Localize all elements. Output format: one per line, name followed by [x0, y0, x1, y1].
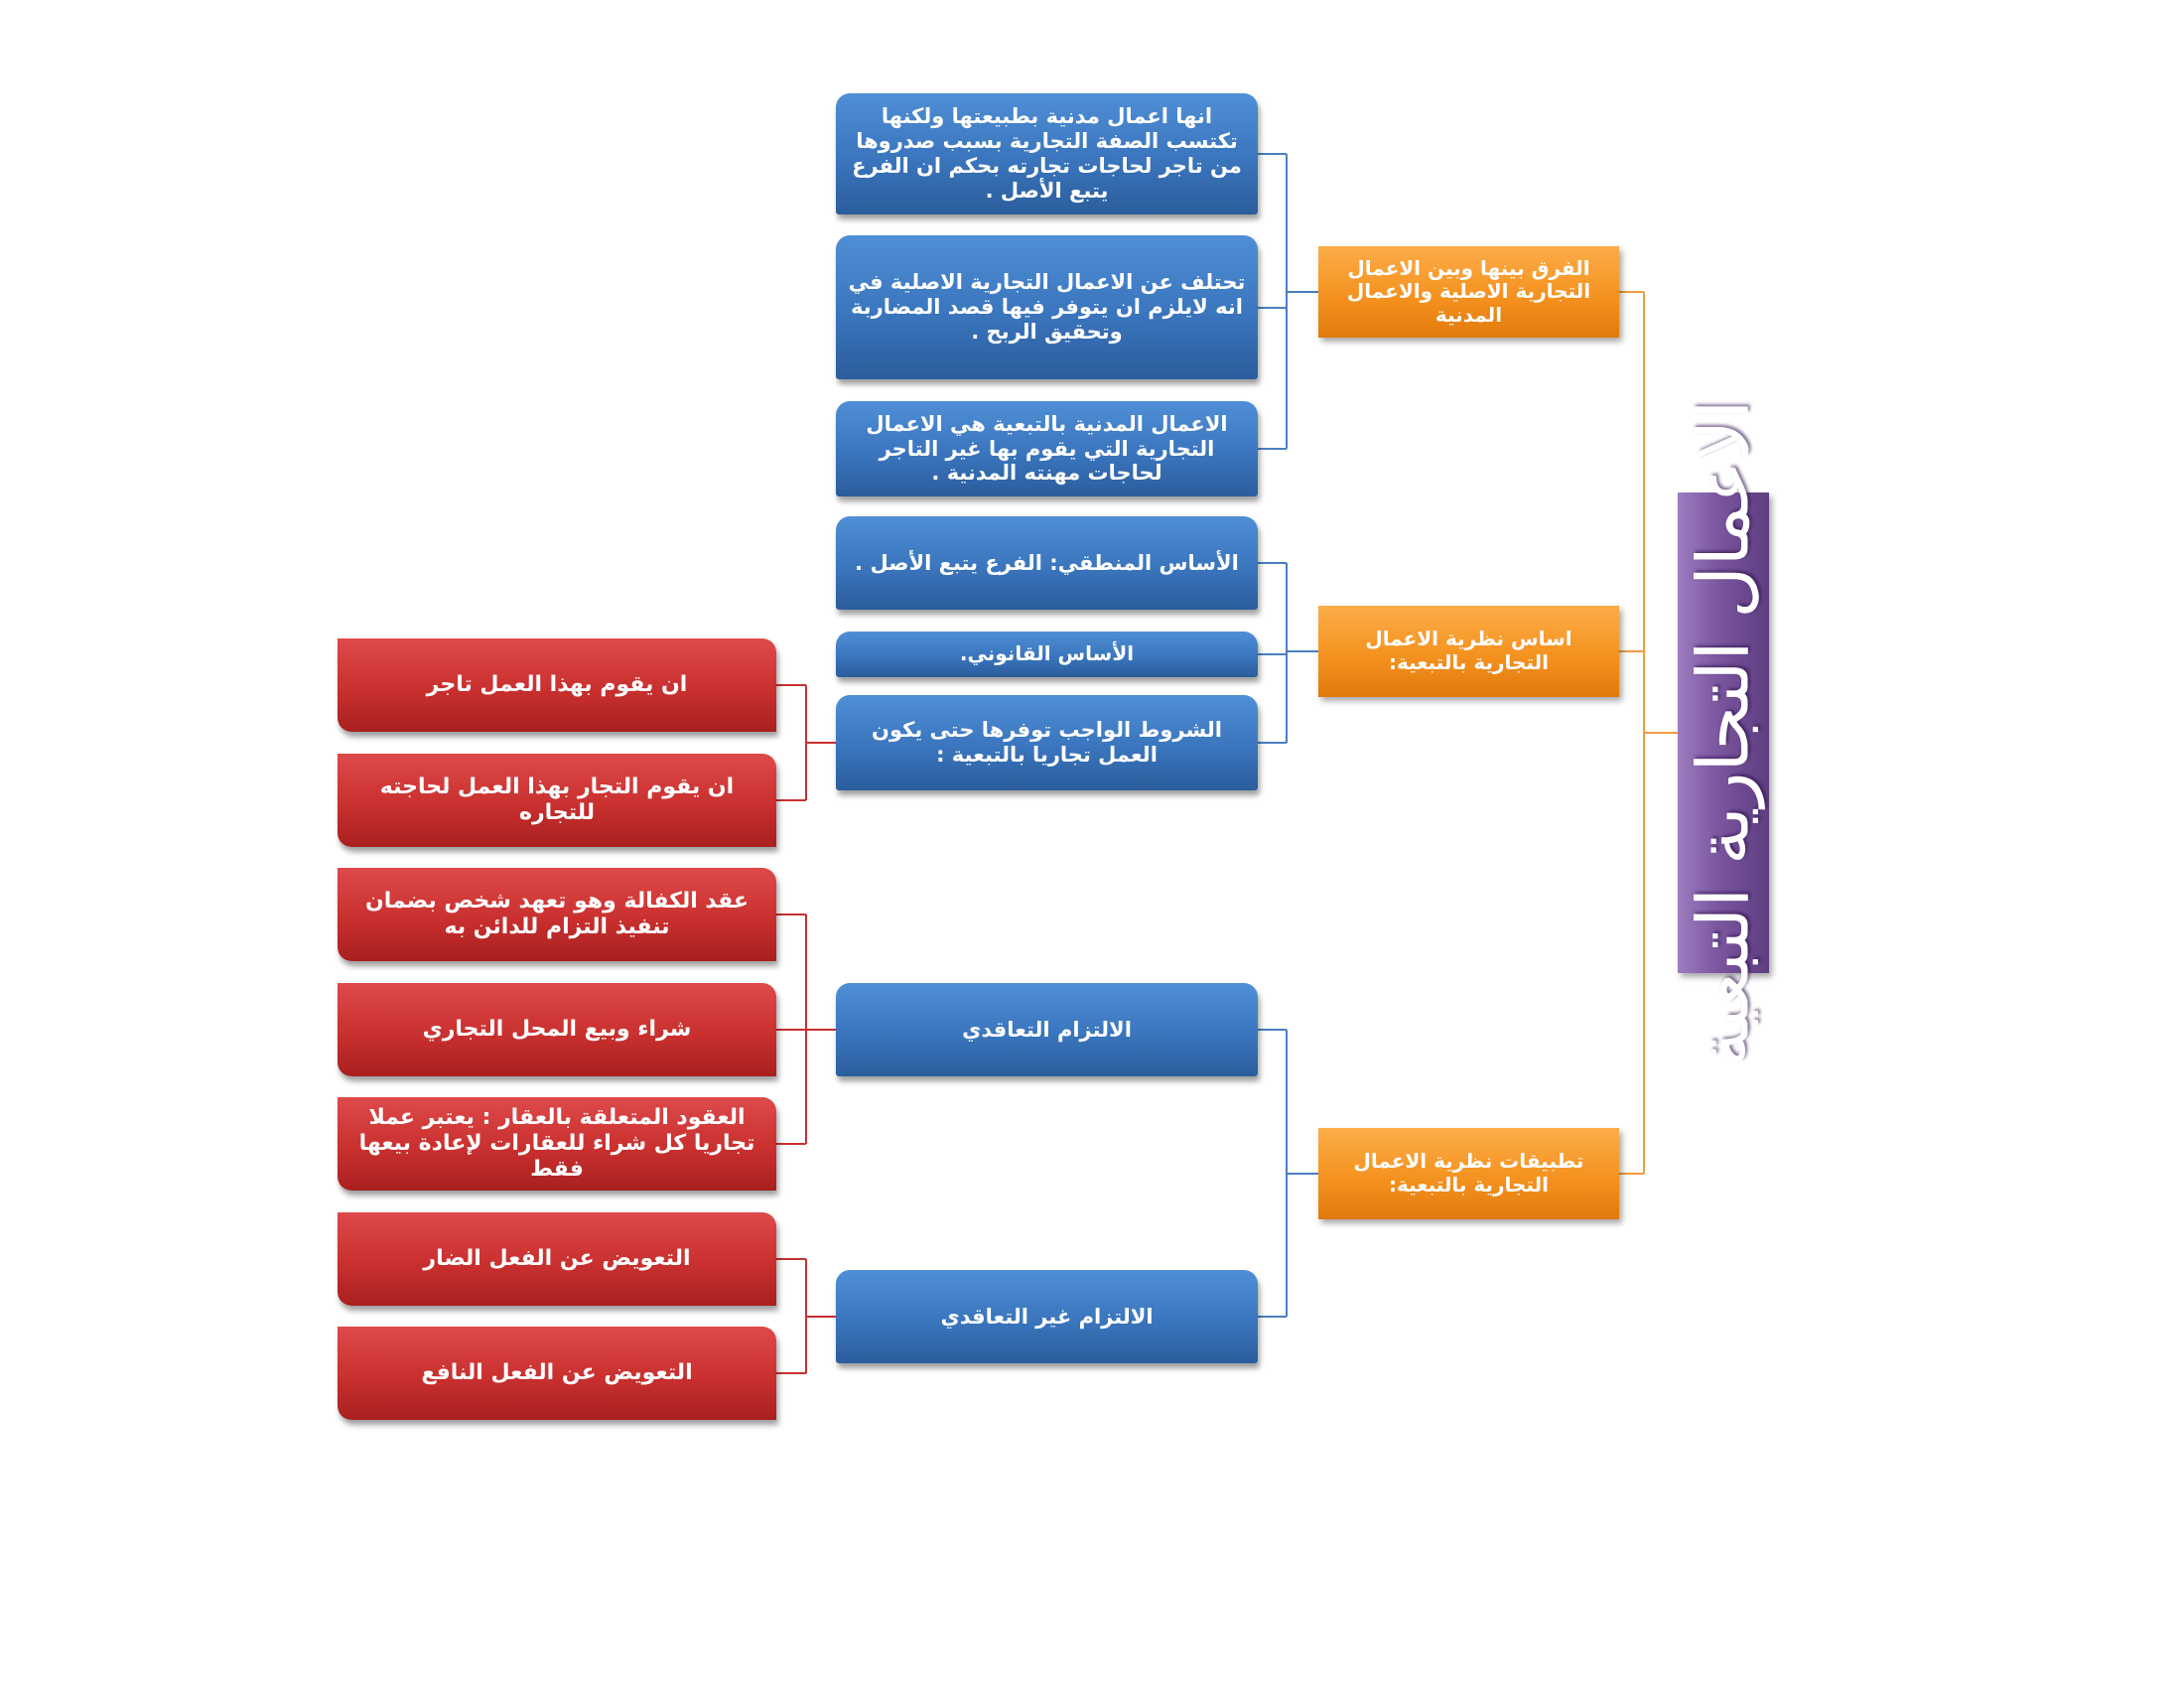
detail-beneficial-act: التعويض عن الفعل النافع — [338, 1327, 776, 1420]
category-difference: الفرق بينها وبين الاعمال التجارية الاصلي… — [1318, 246, 1619, 338]
detail-real-estate-label: العقود المتعلقة بالعقار : يعتبر عملا تجا… — [358, 1105, 755, 1182]
detail-for-trade-needs: ان يقوم التجار بهذا العمل لحاجته للتجاره — [338, 754, 776, 847]
item-difference-2-label: تحتلف عن الاعمال التجارية الاصلية في انه… — [848, 270, 1246, 344]
root-title-box: الاعمال التجارية التبعية — [1678, 399, 1769, 1066]
item-difference-3: الاعمال المدنية بالتبعية هي الاعمال التج… — [836, 401, 1258, 496]
item-noncontractual-obligation-label: الالتزام غير التعاقدي — [940, 1304, 1154, 1329]
detail-merchant-performs: ان يقوم بهذا العمل تاجر — [338, 638, 776, 732]
category-applications: تطبيقات نظرية الاعمال التجارية بالتبعية: — [1318, 1128, 1619, 1219]
category-difference-label: الفرق بينها وبين الاعمال التجارية الاصلي… — [1346, 255, 1591, 327]
root-title: الاعمال التجارية التبعية — [1681, 399, 1765, 1066]
detail-for-trade-needs-label: ان يقوم التجار بهذا العمل لحاجته للتجاره — [379, 774, 735, 825]
item-contractual-obligation: الالتزام التعاقدي — [836, 983, 1258, 1076]
detail-shop-sale-label: شراء وبيع المحل التجاري — [422, 1017, 692, 1043]
detail-guarantee-contract: عقد الكفالة وهو تعهد شخص بضمان تنفيذ الت… — [338, 868, 776, 961]
category-basis: اساس نظرية الاعمال التجارية بالتبعية: — [1318, 606, 1619, 697]
item-difference-1-label: انها اعمال مدنية بطبيعتها ولكنها تكتسب ا… — [852, 104, 1242, 203]
item-basis-logical-label: الأساس المنطقي: الفرع يتبع الأصل . — [855, 550, 1239, 575]
detail-harmful-act: التعويض عن الفعل الضار — [338, 1212, 776, 1306]
item-difference-1: انها اعمال مدنية بطبيعتها ولكنها تكتسب ا… — [836, 93, 1258, 214]
detail-beneficial-act-label: التعويض عن الفعل النافع — [421, 1360, 693, 1386]
item-basis-logical: الأساس المنطقي: الفرع يتبع الأصل . — [836, 516, 1258, 610]
item-basis-legal-label: الأساس القانوني. — [959, 641, 1135, 666]
category-basis-label: اساس نظرية الاعمال التجارية بالتبعية: — [1365, 627, 1572, 674]
item-noncontractual-obligation: الالتزام غير التعاقدي — [836, 1270, 1258, 1363]
item-contractual-obligation-label: الالتزام التعاقدي — [962, 1017, 1132, 1042]
item-basis-conditions-label: الشروط الواجب توفرها حتى يكون العمل تجار… — [872, 718, 1222, 767]
item-difference-2: تحتلف عن الاعمال التجارية الاصلية في انه… — [836, 235, 1258, 379]
item-basis-conditions: الشروط الواجب توفرها حتى يكون العمل تجار… — [836, 695, 1258, 790]
item-basis-legal: الأساس القانوني. — [836, 632, 1258, 677]
detail-shop-sale: شراء وبيع المحل التجاري — [338, 983, 776, 1076]
item-difference-3-label: الاعمال المدنية بالتبعية هي الاعمال التج… — [866, 411, 1228, 486]
detail-harmful-act-label: التعويض عن الفعل الضار — [423, 1246, 691, 1272]
detail-real-estate: العقود المتعلقة بالعقار : يعتبر عملا تجا… — [338, 1097, 776, 1191]
detail-merchant-performs-label: ان يقوم بهذا العمل تاجر — [426, 672, 688, 698]
category-applications-label: تطبيقات نظرية الاعمال التجارية بالتبعية: — [1353, 1149, 1584, 1196]
detail-guarantee-contract-label: عقد الكفالة وهو تعهد شخص بضمان تنفيذ الت… — [364, 889, 750, 939]
